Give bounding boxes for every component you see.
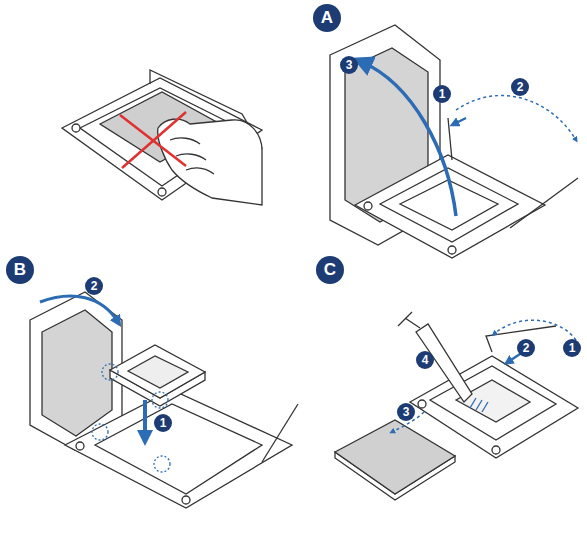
screw [448, 246, 456, 254]
screw [492, 446, 500, 454]
swing-arrow [456, 96, 576, 140]
panel-letter: A [313, 4, 341, 32]
socket-frame [65, 390, 292, 508]
callout-number: 4 [416, 351, 434, 369]
red-cross [122, 112, 186, 168]
callout-number: 2 [517, 339, 535, 357]
push-arrow [454, 118, 466, 124]
lever-hook [448, 118, 452, 160]
alignment-mark [154, 456, 170, 472]
panel-letter: B [6, 256, 34, 284]
alignment-mark [152, 392, 168, 408]
cpu [110, 345, 205, 398]
arrows-a [362, 62, 576, 216]
syringe-plunger [398, 312, 420, 328]
callout-number: 1 [154, 414, 172, 432]
screw [364, 202, 372, 210]
callout-number: 2 [511, 78, 529, 96]
close-arrow [40, 296, 118, 322]
lever-down-arrow [494, 320, 576, 340]
hand [158, 119, 262, 205]
socket-cover [335, 420, 455, 494]
callout-number: 2 [85, 277, 103, 295]
screw [76, 442, 84, 450]
arrows-b [40, 296, 145, 438]
alignment-mark [92, 424, 108, 440]
finger-lines [170, 138, 214, 174]
alignment-mark [102, 364, 118, 380]
screw [72, 124, 80, 132]
socket-panel-a [330, 25, 578, 258]
open-arrow [362, 62, 456, 216]
callout-number: 3 [340, 56, 358, 74]
socket-lever [510, 178, 578, 228]
callout-number: 3 [397, 403, 415, 421]
arrows-c [392, 320, 576, 432]
screw [182, 496, 190, 504]
socket-frame [355, 155, 545, 258]
callout-number: 1 [433, 85, 451, 103]
callout-number: 1 [563, 339, 581, 357]
paste-lines [470, 398, 488, 412]
socket-inner [95, 404, 262, 494]
cpu-heatspreader [128, 356, 188, 388]
screw [158, 188, 166, 196]
panel-letter: C [316, 256, 344, 284]
socket-panel-c [335, 312, 578, 500]
socket-panel-1 [62, 70, 262, 205]
syringe [416, 324, 472, 402]
socket-panel-b [30, 292, 298, 508]
lower-arrow [143, 400, 147, 438]
socket-frame [410, 356, 578, 458]
socket-pins [400, 180, 498, 230]
socket-lever [262, 404, 298, 462]
screw [418, 400, 426, 408]
